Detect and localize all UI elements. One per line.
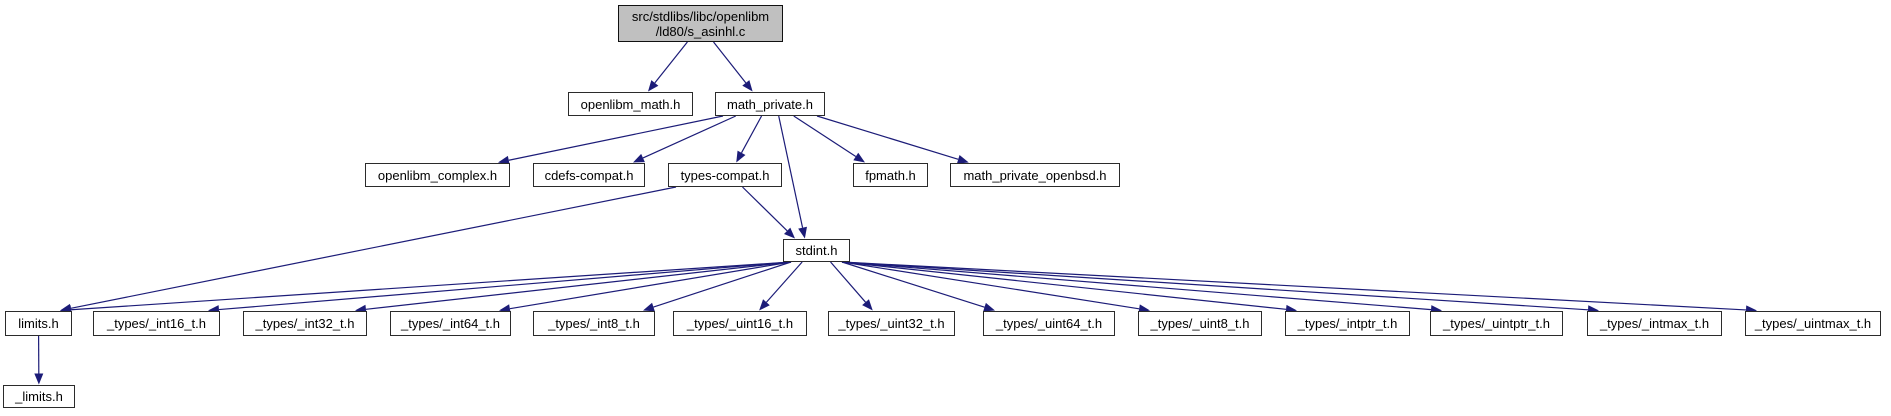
graph-node-types-uint32-t-h[interactable]: _types/_uint32_t.h bbox=[828, 311, 955, 336]
edge-stdint-h--types-uintptr-t-h bbox=[841, 261, 1432, 311]
graph-node-openlibm-math-h[interactable]: openlibm_math.h bbox=[568, 92, 693, 116]
edge-arrowhead-stdint-h--types-uint16-t-h bbox=[759, 299, 770, 311]
edge-s-asinhl-c--openlibm-math-h bbox=[654, 41, 688, 84]
edge-stdint-h--types-intmax-t-h bbox=[841, 261, 1589, 311]
edge-math-private-h--cdefs-compat-h bbox=[642, 115, 736, 159]
edge-math-private-h--openlibm-complex-h bbox=[508, 115, 724, 161]
edge-stdint-h--limits-h bbox=[70, 261, 792, 311]
graph-node-types-intptr-t-h[interactable]: _types/_intptr_t.h bbox=[1285, 311, 1410, 336]
edge-arrowhead-limits-h--underscore-limits-h bbox=[34, 373, 44, 385]
graph-node-types-intmax-t-h[interactable]: _types/_intmax_t.h bbox=[1587, 311, 1722, 336]
edge-math-private-h--types-compat-h bbox=[740, 115, 763, 154]
graph-node-openlibm-complex-h[interactable]: openlibm_complex.h bbox=[365, 163, 510, 187]
graph-node-types-uintptr-t-h[interactable]: _types/_uintptr_t.h bbox=[1430, 311, 1563, 336]
edge-arrowhead-math-private-h--types-compat-h bbox=[736, 150, 746, 163]
edge-arrowhead-math-private-h--fpmath-h bbox=[853, 152, 865, 163]
graph-node-fpmath-h[interactable]: fpmath.h bbox=[853, 163, 928, 187]
edge-types-compat-h--stdint-h bbox=[742, 186, 788, 232]
edge-stdint-h--types-uint64-t-h bbox=[841, 261, 985, 308]
graph-node-math-private-openbsd-h[interactable]: math_private_openbsd.h bbox=[950, 163, 1120, 187]
edge-stdint-h--types-int32-t-h bbox=[365, 261, 792, 310]
edge-arrowhead-math-private-h--cdefs-compat-h bbox=[633, 153, 645, 163]
edge-stdint-h--types-int64-t-h bbox=[509, 261, 792, 310]
edge-stdint-h--types-uint8-t-h bbox=[841, 261, 1140, 310]
edge-arrowhead-s-asinhl-c--math-private-h bbox=[742, 80, 753, 92]
edge-math-private-h--fpmath-h bbox=[793, 115, 857, 157]
edge-stdint-h--types-int16-t-h bbox=[218, 261, 792, 311]
graph-node-types-uint8-t-h[interactable]: _types/_uint8_t.h bbox=[1138, 311, 1262, 336]
edge-s-asinhl-c--math-private-h bbox=[713, 41, 747, 84]
edge-stdint-h--types-intptr-t-h bbox=[841, 261, 1287, 310]
graph-node-math-private-h[interactable]: math_private.h bbox=[715, 92, 825, 116]
edge-arrowhead-stdint-h--types-uint32-t-h bbox=[862, 299, 873, 311]
graph-node-types-uint64-t-h[interactable]: _types/_uint64_t.h bbox=[983, 311, 1115, 336]
graph-node-types-compat-h[interactable]: types-compat.h bbox=[668, 163, 782, 187]
edge-stdint-h--types-uint32-t-h bbox=[830, 261, 866, 303]
graph-node-types-uint16-t-h[interactable]: _types/_uint16_t.h bbox=[673, 311, 807, 336]
edge-math-private-h--math-private-openbsd-h bbox=[816, 115, 959, 160]
graph-node-types-int32-t-h[interactable]: _types/_int32_t.h bbox=[243, 311, 367, 336]
edge-stdint-h--types-uintmax-t-h bbox=[841, 261, 1747, 311]
graph-node-s-asinhl-c: src/stdlibs/libc/openlibm /ld80/s_asinhl… bbox=[618, 5, 783, 42]
edge-math-private-h--stdint-h bbox=[778, 115, 804, 228]
graph-node-cdefs-compat-h[interactable]: cdefs-compat.h bbox=[533, 163, 645, 187]
edge-types-compat-h--limits-h bbox=[70, 186, 677, 309]
graph-node-types-uintmax-t-h[interactable]: _types/_uintmax_t.h bbox=[1745, 311, 1881, 336]
edge-stdint-h--types-uint16-t-h bbox=[765, 261, 803, 303]
graph-node-types-int8-t-h[interactable]: _types/_int8_t.h bbox=[533, 311, 655, 336]
graph-node-stdint-h[interactable]: stdint.h bbox=[783, 239, 850, 262]
edge-arrowhead-math-private-h--stdint-h bbox=[798, 226, 807, 239]
graph-node-types-int64-t-h[interactable]: _types/_int64_t.h bbox=[390, 311, 511, 336]
graph-node-limits-h[interactable]: limits.h bbox=[5, 311, 72, 336]
edge-arrowhead-s-asinhl-c--openlibm-math-h bbox=[648, 80, 659, 92]
edge-stdint-h--types-int8-t-h bbox=[653, 261, 792, 308]
graph-node-underscore-limits-h[interactable]: _limits.h bbox=[3, 385, 75, 408]
edge-arrowhead-types-compat-h--stdint-h bbox=[783, 227, 795, 239]
graph-node-types-int16-t-h[interactable]: _types/_int16_t.h bbox=[93, 311, 220, 336]
